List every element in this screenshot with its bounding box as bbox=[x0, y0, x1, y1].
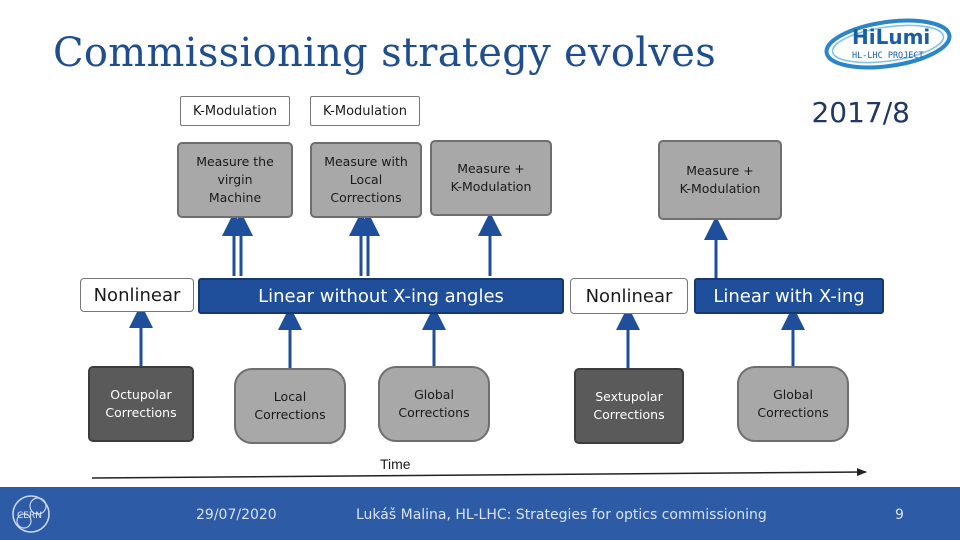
local-corrections-line: Corrections bbox=[254, 407, 326, 422]
hilumi-logo-icon: HiLumi HL-LHC PROJECT bbox=[824, 18, 952, 70]
timeline-label: Time bbox=[380, 456, 411, 472]
linear-xing-box: Linear with X-ing bbox=[694, 278, 884, 314]
measure-kmod-2017-box: Measure + K-Modulation bbox=[658, 140, 782, 220]
measure-kmod-2017-line: Measure + bbox=[686, 162, 754, 178]
footer-date: 29/07/2020 bbox=[196, 507, 277, 523]
global-corrections-box: Global Corrections bbox=[378, 366, 490, 442]
cern-logo-icon: CERN bbox=[12, 495, 50, 533]
measure-virgin-line: virgin bbox=[217, 171, 253, 187]
nonlinear-right-text: Nonlinear bbox=[585, 285, 673, 307]
measure-local-box: Measure with Local Corrections bbox=[310, 142, 422, 218]
measure-virgin-line: Machine bbox=[208, 190, 262, 206]
nonlinear-right-box: Nonlinear bbox=[570, 278, 688, 314]
measure-virgin-box: Measure the virgin Machine bbox=[177, 142, 293, 218]
nonlinear-left-text: Nonlinear bbox=[93, 284, 181, 306]
footer-text: Lukáš Malina, HL-LHC: Strategies for opt… bbox=[356, 507, 767, 523]
kmod-label-2-text: K-Modulation bbox=[323, 103, 407, 119]
global-corrections-2017-line: Global bbox=[773, 386, 813, 402]
measure-virgin-line: Measure the bbox=[196, 153, 274, 169]
kmod-label-2: K-Modulation bbox=[310, 96, 420, 126]
logo-main-text: HiLumi bbox=[852, 25, 930, 49]
local-corrections-box: Local Corrections bbox=[234, 368, 346, 444]
kmod-label-1: K-Modulation bbox=[180, 96, 290, 126]
global-corrections-2017-line: Corrections bbox=[757, 405, 829, 420]
year-label: 2017/8 bbox=[811, 96, 910, 129]
slide-title: Commissioning strategy evolves bbox=[53, 30, 717, 76]
measure-local-line: Corrections bbox=[330, 190, 402, 206]
measure-kmod-line: K-Modulation bbox=[450, 179, 532, 194]
footer-page-number: 9 bbox=[895, 507, 904, 523]
octupolar-line: Octupolar bbox=[110, 386, 172, 402]
measure-kmod-line: Measure + bbox=[457, 160, 525, 176]
global-corrections-line: Corrections bbox=[398, 405, 470, 420]
linear-no-xing-box: Linear without X-ing angles bbox=[198, 278, 564, 314]
measure-local-line: Measure with bbox=[324, 153, 408, 169]
sextupolar-box: Sextupolar Corrections bbox=[574, 368, 684, 444]
octupolar-line: Corrections bbox=[105, 405, 177, 420]
timeline-arrow bbox=[91, 468, 867, 479]
nonlinear-left-box: Nonlinear bbox=[80, 278, 194, 312]
cern-logo-text: CERN bbox=[17, 511, 42, 521]
linear-no-xing-text: Linear without X-ing angles bbox=[258, 285, 504, 307]
global-corrections-2017-box: Global Corrections bbox=[737, 366, 849, 442]
kmod-label-1-text: K-Modulation bbox=[193, 103, 277, 119]
linear-xing-text: Linear with X-ing bbox=[713, 285, 865, 307]
measure-kmod-2017-line: K-Modulation bbox=[679, 181, 761, 196]
measure-kmod-box: Measure + K-Modulation bbox=[430, 140, 552, 216]
footer-bar: CERN 29/07/2020 Lukáš Malina, HL-LHC: St… bbox=[0, 487, 960, 540]
octupolar-box: Octupolar Corrections bbox=[88, 366, 194, 442]
sextupolar-line: Corrections bbox=[593, 407, 665, 422]
sextupolar-line: Sextupolar bbox=[595, 388, 663, 404]
local-corrections-line: Local bbox=[273, 388, 307, 404]
measure-local-line: Local bbox=[349, 171, 383, 187]
logo-sub-text: HL-LHC PROJECT bbox=[852, 51, 924, 61]
global-corrections-line: Global bbox=[414, 386, 454, 402]
